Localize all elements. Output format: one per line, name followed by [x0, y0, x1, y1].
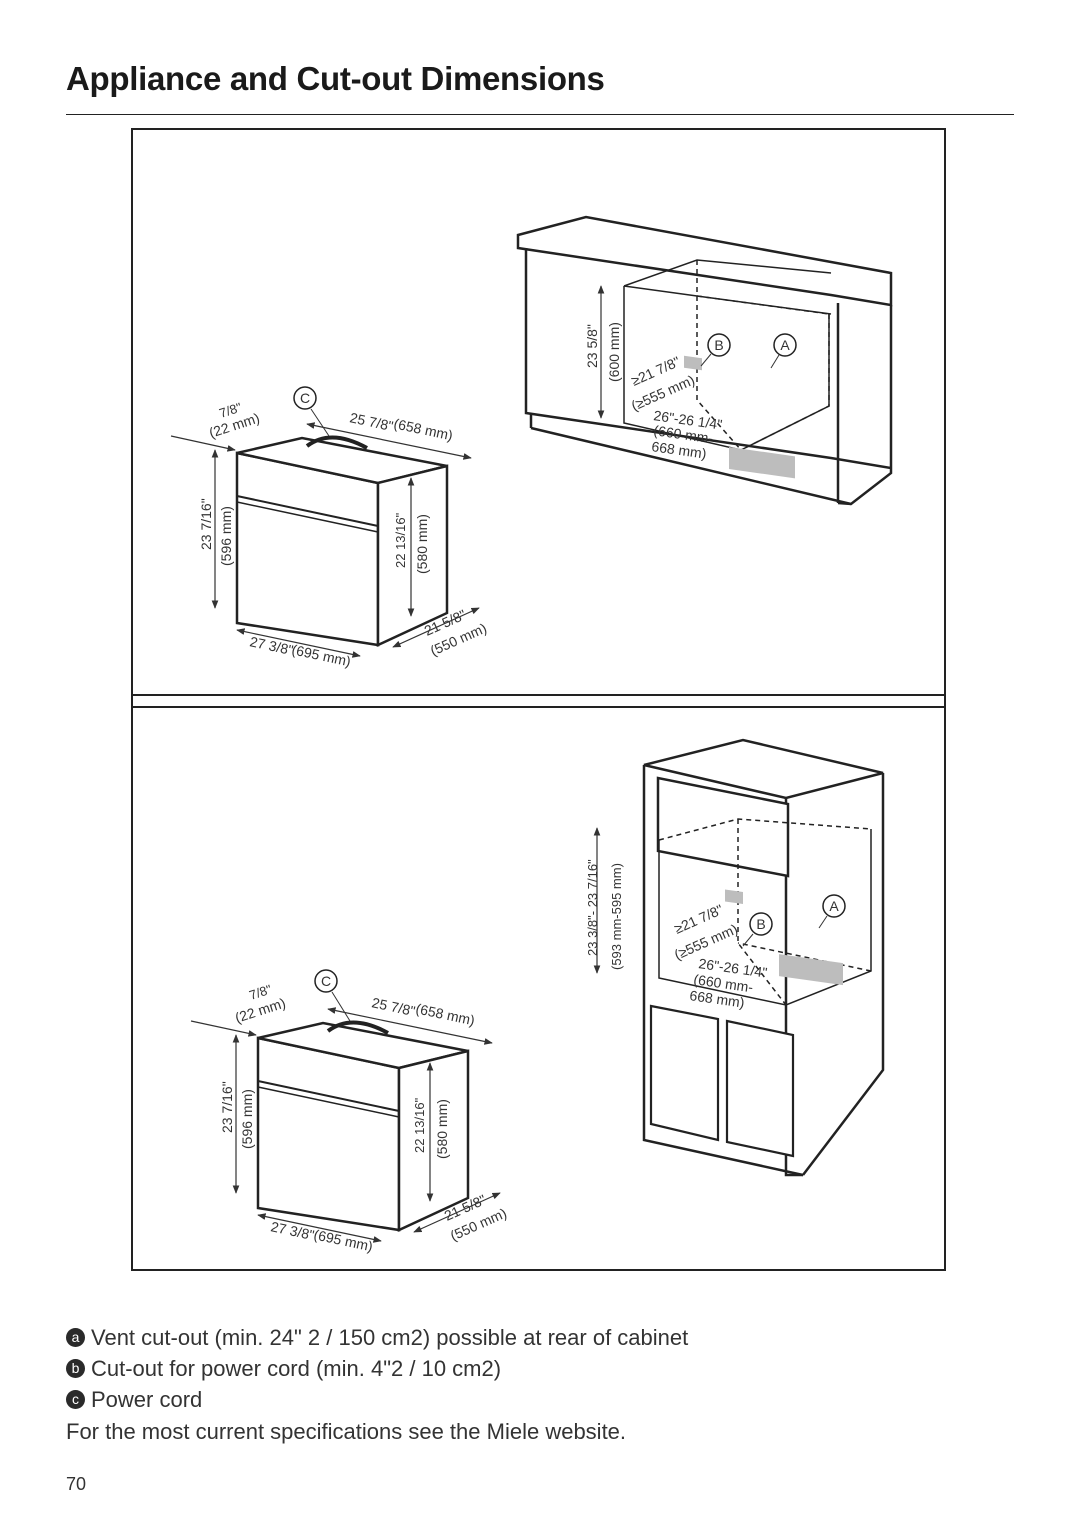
width-mm-bottom: (695 mm) — [312, 1226, 374, 1254]
panel-divider — [131, 694, 946, 708]
depth-top: 25 7/8" — [348, 409, 394, 434]
depth-front-top: 7/8" — [217, 399, 244, 420]
svg-text:B: B — [756, 916, 765, 932]
height-mm-bottom: (596 mm) — [239, 1089, 255, 1149]
callout-a-bottom: A — [818, 894, 846, 929]
svg-text:C: C — [321, 973, 331, 989]
svg-text:B: B — [714, 337, 723, 353]
depth-front-bottom: 7/8" — [247, 981, 274, 1002]
tall-cabinet — [642, 738, 885, 1177]
callout-a-top: A — [770, 333, 797, 369]
cord-cutout-top — [684, 355, 702, 371]
marker-b-icon: b — [66, 1359, 85, 1378]
svg-text:A: A — [780, 337, 790, 353]
dimension-drawing: 23 5/8" (600 mm) ≥21 7/8" (≥555 mm) 26"-… — [131, 215, 946, 1254]
cutout-outline-bottom — [658, 818, 872, 1006]
body-height-mm-bottom: (580 mm) — [434, 1099, 450, 1159]
width-top: 27 3/8" — [248, 633, 294, 658]
page-title: Appliance and Cut-out Dimensions — [66, 60, 605, 97]
callout-c-bottom: C — [314, 969, 351, 1022]
cutout-height-mm-bottom: (593 mm-595 mm) — [609, 863, 624, 970]
svg-text:C: C — [300, 390, 310, 406]
height-mm-top: (596 mm) — [218, 506, 234, 566]
title-rule — [66, 114, 1014, 115]
depth-mm-bottom: (658 mm) — [414, 1000, 476, 1028]
vent-cutout-bottom — [779, 954, 843, 986]
height-bottom: 23 7/16" — [219, 1081, 235, 1133]
legend-text-a: Vent cut-out (min. 24" 2 / 150 cm2) poss… — [91, 1325, 689, 1350]
body-height-mm-top: (580 mm) — [414, 514, 430, 574]
callout-c-top: C — [293, 386, 330, 437]
cutout-width-mm-b-top: 668 mm) — [651, 438, 708, 462]
cutout-height-bottom: 23 3/8"- 23 7/16" — [585, 859, 600, 956]
oven-appliance-bottom — [256, 1020, 470, 1232]
cutout-height-mm-top: (600 mm) — [606, 322, 622, 382]
vent-cutout-top — [729, 447, 795, 479]
cutout-height-top: 23 5/8" — [584, 324, 600, 368]
legend: a Vent cut-out (min. 24" 2 / 150 cm2) po… — [66, 1322, 1026, 1447]
body-height-top: 22 13/16" — [393, 512, 408, 568]
callout-b-top: B — [700, 333, 731, 367]
legend-item-a: a Vent cut-out (min. 24" 2 / 150 cm2) po… — [66, 1322, 1026, 1353]
cutout-width-mm-b-bottom: 668 mm) — [689, 987, 746, 1011]
body-height-bottom: 22 13/16" — [412, 1097, 427, 1153]
legend-item-b: b Cut-out for power cord (min. 4"2 / 10 … — [66, 1353, 1026, 1384]
cord-cutout-bottom — [725, 889, 743, 905]
svg-text:A: A — [829, 898, 839, 914]
legend-item-c: c Power cord — [66, 1384, 1026, 1415]
width-mm-top: (695 mm) — [290, 641, 352, 669]
depth-mm-top: (658 mm) — [392, 415, 454, 443]
dimension-figure: 23 5/8" (600 mm) ≥21 7/8" (≥555 mm) 26"-… — [131, 128, 946, 1271]
marker-a-icon: a — [66, 1328, 85, 1347]
website-note: For the most current specifications see … — [66, 1419, 627, 1444]
lower-cabinet-doors — [649, 1004, 795, 1158]
legend-text-c: Power cord — [91, 1387, 203, 1412]
page-number: 70 — [66, 1474, 87, 1494]
legend-text-b: Cut-out for power cord (min. 4"2 / 10 cm… — [91, 1356, 502, 1381]
marker-c-icon: c — [66, 1390, 85, 1409]
callout-b-bottom: B — [742, 912, 773, 947]
cutout-outline-top — [623, 259, 832, 451]
depth-bottom: 25 7/8" — [370, 994, 416, 1019]
width-bottom: 27 3/8" — [269, 1218, 315, 1243]
height-top: 23 7/16" — [198, 498, 214, 550]
